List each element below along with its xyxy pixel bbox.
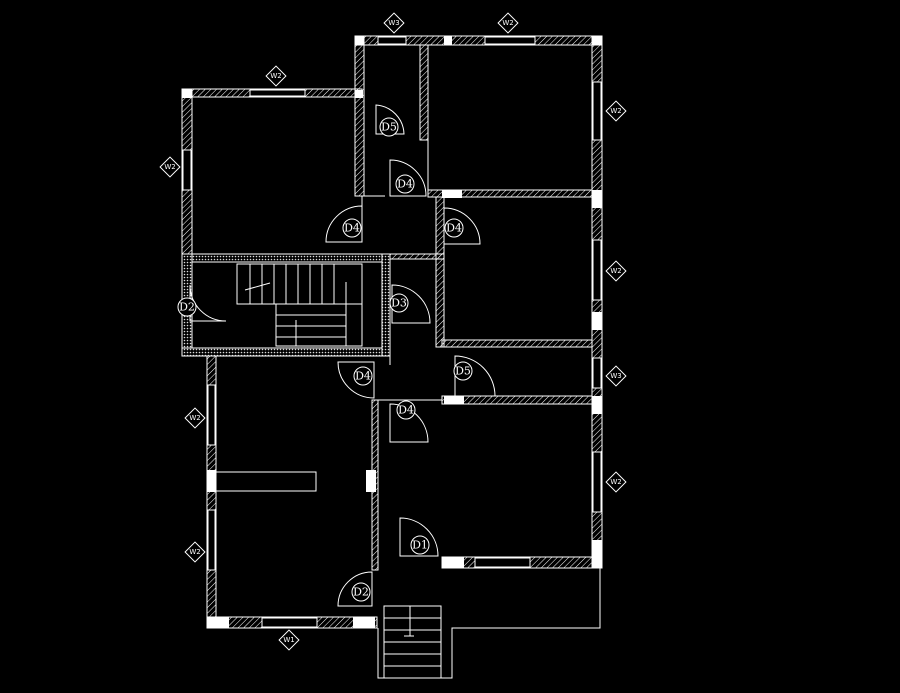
svg-text:W2: W2: [610, 478, 621, 486]
window-tag-w2-left: W2: [159, 156, 181, 178]
window-tag-w2-right-mid: W2: [605, 260, 627, 282]
window-tag-w2-left-lower: W2: [184, 541, 206, 563]
svg-text:D4: D4: [397, 178, 413, 191]
svg-text:W2: W2: [270, 72, 281, 80]
door-tag-d4-left: D4: [342, 218, 362, 238]
svg-text:D4: D4: [398, 404, 414, 417]
counter: [215, 471, 317, 492]
svg-text:W2: W2: [502, 19, 513, 27]
svg-text:D1: D1: [412, 539, 428, 552]
svg-text:D2: D2: [179, 301, 195, 314]
door-tag-d5-hall: D5: [453, 361, 473, 381]
door-tag-d5-top: D5: [379, 117, 399, 137]
svg-text:W2: W2: [610, 267, 621, 275]
door-tag-d4-bottom: D4: [396, 400, 416, 420]
door-tag-d2-entry: D2: [351, 582, 371, 602]
svg-text:W2: W2: [189, 548, 200, 556]
svg-text:D5: D5: [381, 121, 397, 134]
door-tag-d4-hall: D4: [353, 366, 373, 386]
door-tag-d2-stair: D2: [177, 297, 197, 317]
door-swings: [189, 104, 496, 607]
window-tag-w2-right-top: W2: [605, 100, 627, 122]
door-tag-d4-top: D4: [395, 174, 415, 194]
window-tag-w2-right-bottom: W2: [605, 471, 627, 493]
svg-text:W2: W2: [189, 414, 200, 422]
svg-text:D4: D4: [446, 222, 462, 235]
window-frames: [182, 36, 602, 628]
window-tags: W3 W2 W2 W2 W2 W2 W3 W2: [159, 12, 627, 651]
window-tag-w1: W1: [278, 629, 300, 651]
entrance-steps: [377, 568, 601, 679]
staircase: [236, 263, 363, 347]
svg-text:D4: D4: [355, 370, 371, 383]
window-tag-w2-top: W2: [497, 12, 519, 34]
svg-text:W1: W1: [283, 636, 294, 644]
door-tag-d1: D1: [410, 535, 430, 555]
svg-text:W3: W3: [610, 372, 621, 380]
svg-text:D4: D4: [344, 222, 360, 235]
door-tag-d3: D3: [389, 293, 409, 313]
svg-text:W2: W2: [610, 107, 621, 115]
svg-text:W3: W3: [388, 19, 399, 27]
svg-text:D3: D3: [391, 297, 407, 310]
window-tag-w3-right: W3: [605, 365, 627, 387]
door-tag-d4-right: D4: [444, 218, 464, 238]
window-tag-w2-top-left-room: W2: [265, 65, 287, 87]
svg-text:D5: D5: [455, 365, 471, 378]
door-tags: D5 D4 D4 D4 D3 D2 D4 D5: [177, 117, 473, 602]
svg-text:W2: W2: [164, 163, 175, 171]
columns: [182, 36, 602, 628]
window-tag-w2-left-upper: W2: [184, 407, 206, 429]
svg-text:D2: D2: [353, 586, 369, 599]
window-tag-w3-top-left: W3: [383, 12, 405, 34]
